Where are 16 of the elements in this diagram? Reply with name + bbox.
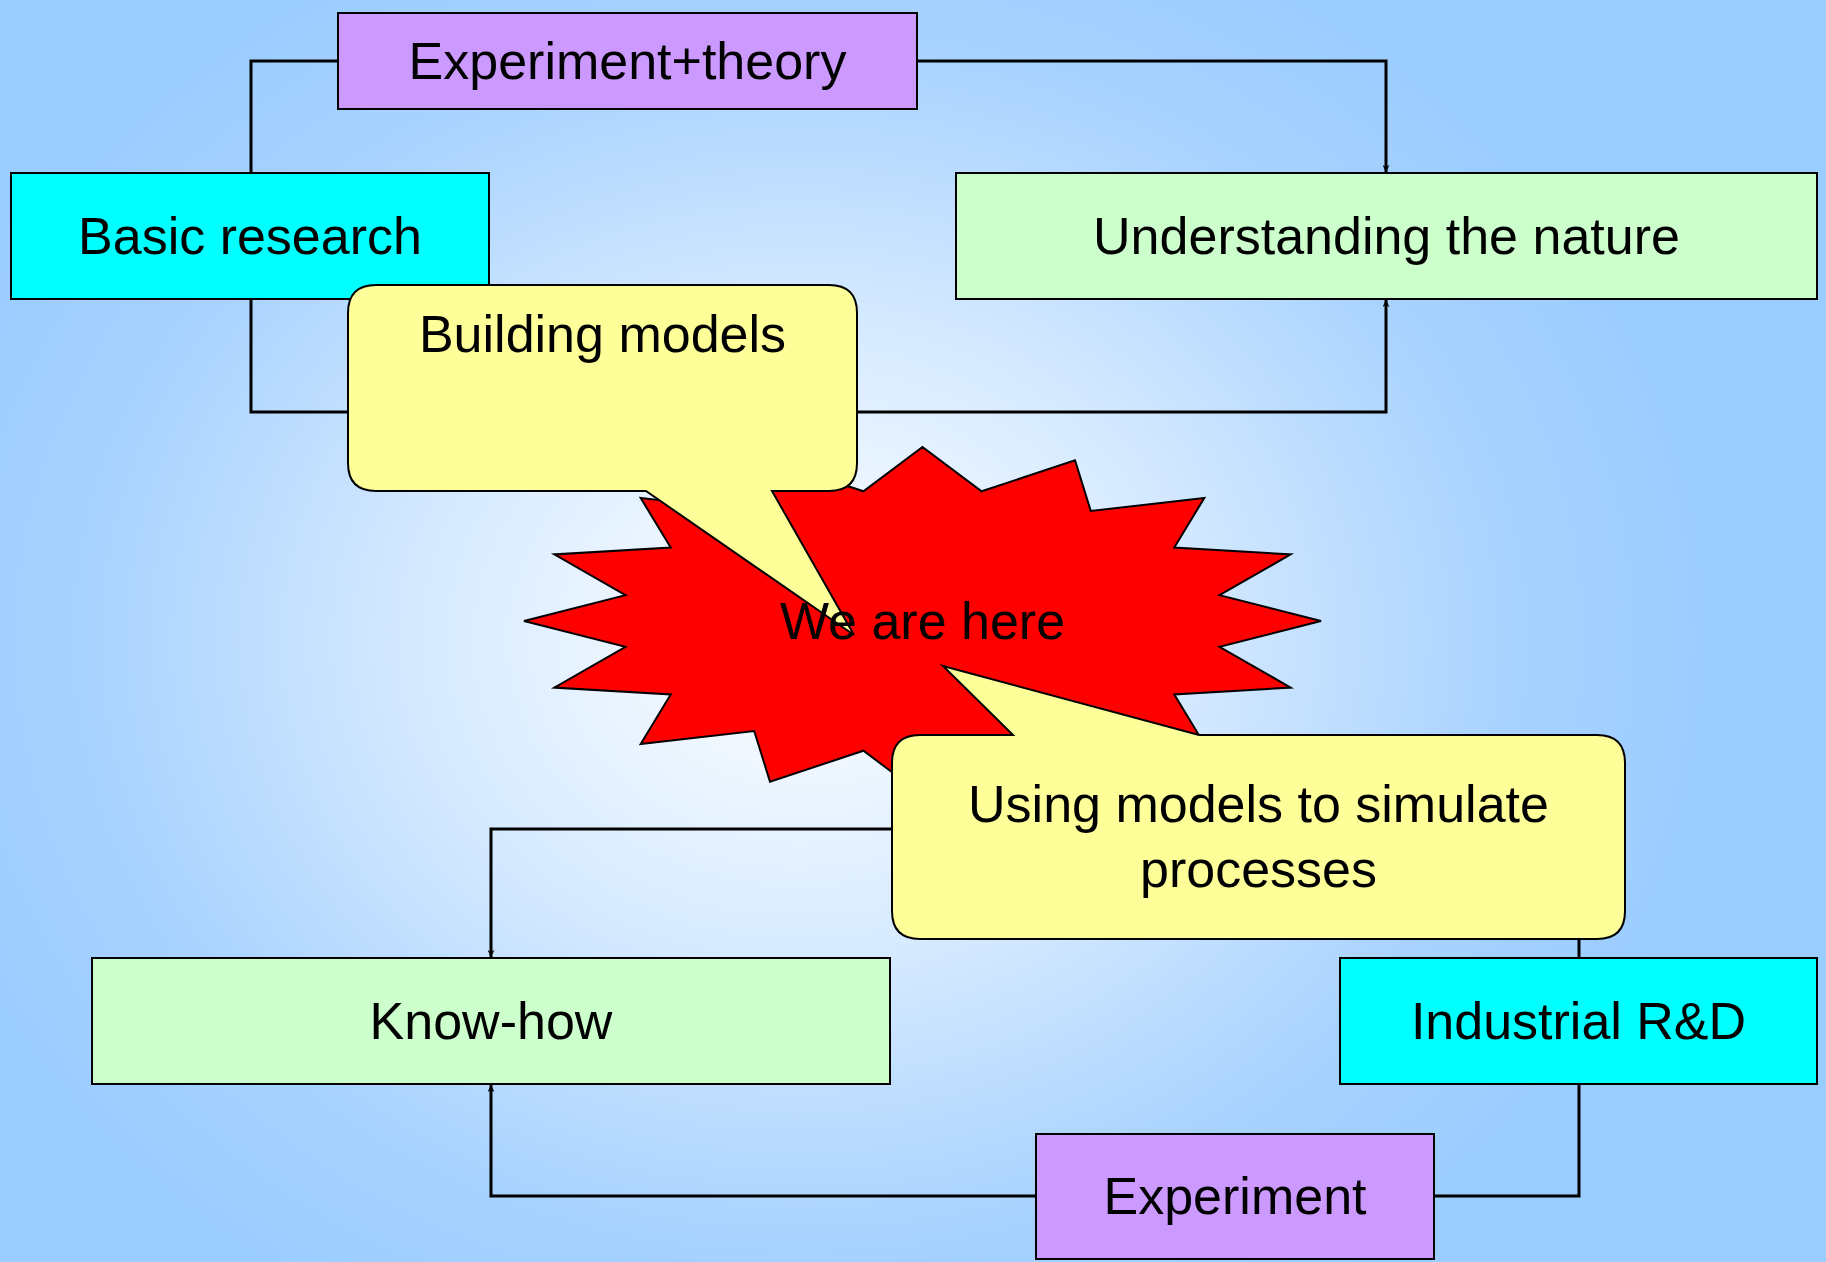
label-box: Experiment+theory	[337, 12, 918, 110]
callout-text: Building models	[417, 304, 788, 365]
process-box: Understanding the nature	[955, 172, 1818, 300]
connector	[487, 827, 891, 957]
connector	[858, 300, 1390, 414]
process-box: Basic research	[10, 172, 490, 300]
process-box: Industrial R&D	[1339, 957, 1818, 1085]
label-box: Experiment	[1035, 1133, 1435, 1260]
connector	[1577, 940, 1581, 957]
process-box: Know-how	[91, 957, 891, 1085]
connector	[249, 59, 337, 172]
connector	[487, 1085, 1035, 1198]
connector	[249, 300, 347, 414]
connector	[918, 59, 1390, 172]
connector	[1435, 1085, 1581, 1198]
callout-text: Using models to simulate processes	[967, 774, 1550, 900]
